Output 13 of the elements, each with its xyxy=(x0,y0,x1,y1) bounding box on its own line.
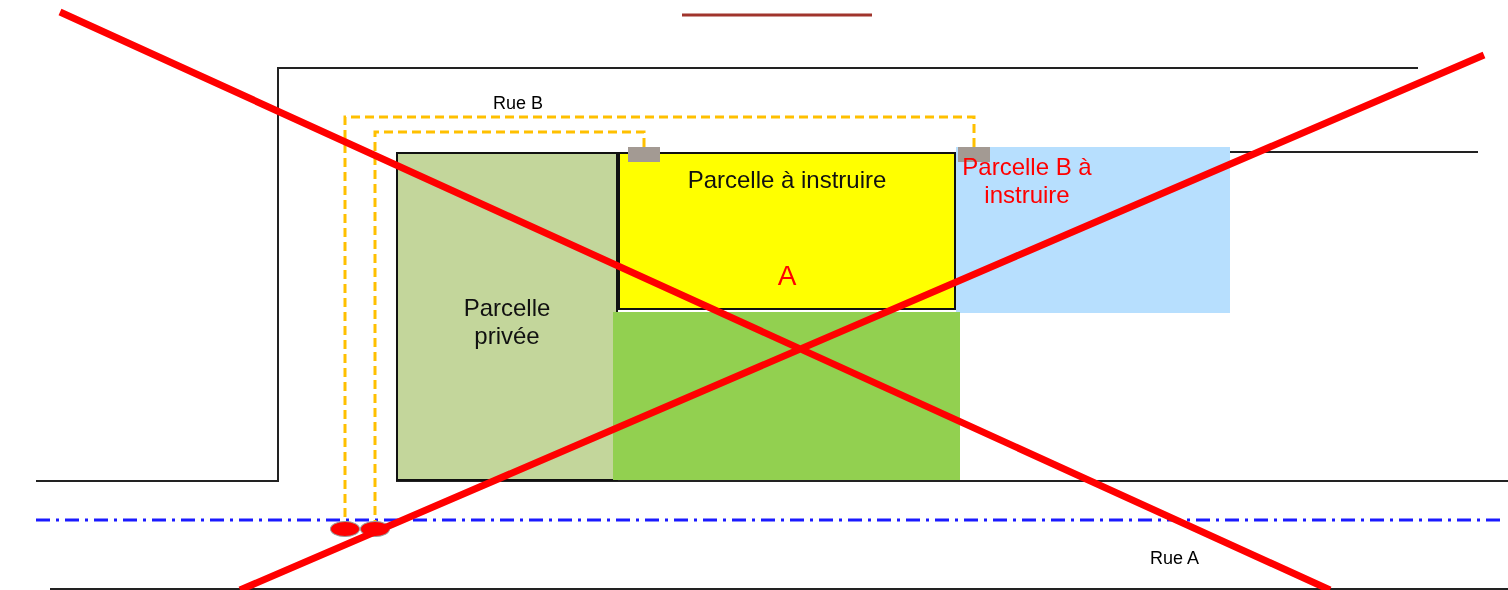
parcel-label: Parcelle à instruire xyxy=(687,166,887,194)
parcel-letter: A xyxy=(777,262,797,290)
parcel-area xyxy=(613,312,960,480)
parcel-label: Parcelle privée xyxy=(462,294,552,350)
street-label: Rue A xyxy=(1150,548,1200,569)
parcel-area xyxy=(618,152,956,310)
dashed-connector xyxy=(373,130,646,521)
parcel-label: Parcelle B à instruire xyxy=(962,153,1092,209)
parcel-area xyxy=(956,147,1230,313)
connection-point xyxy=(330,521,360,537)
street-label: Rue B xyxy=(493,93,544,114)
parcel-area xyxy=(396,152,618,481)
meter-box xyxy=(628,147,660,162)
